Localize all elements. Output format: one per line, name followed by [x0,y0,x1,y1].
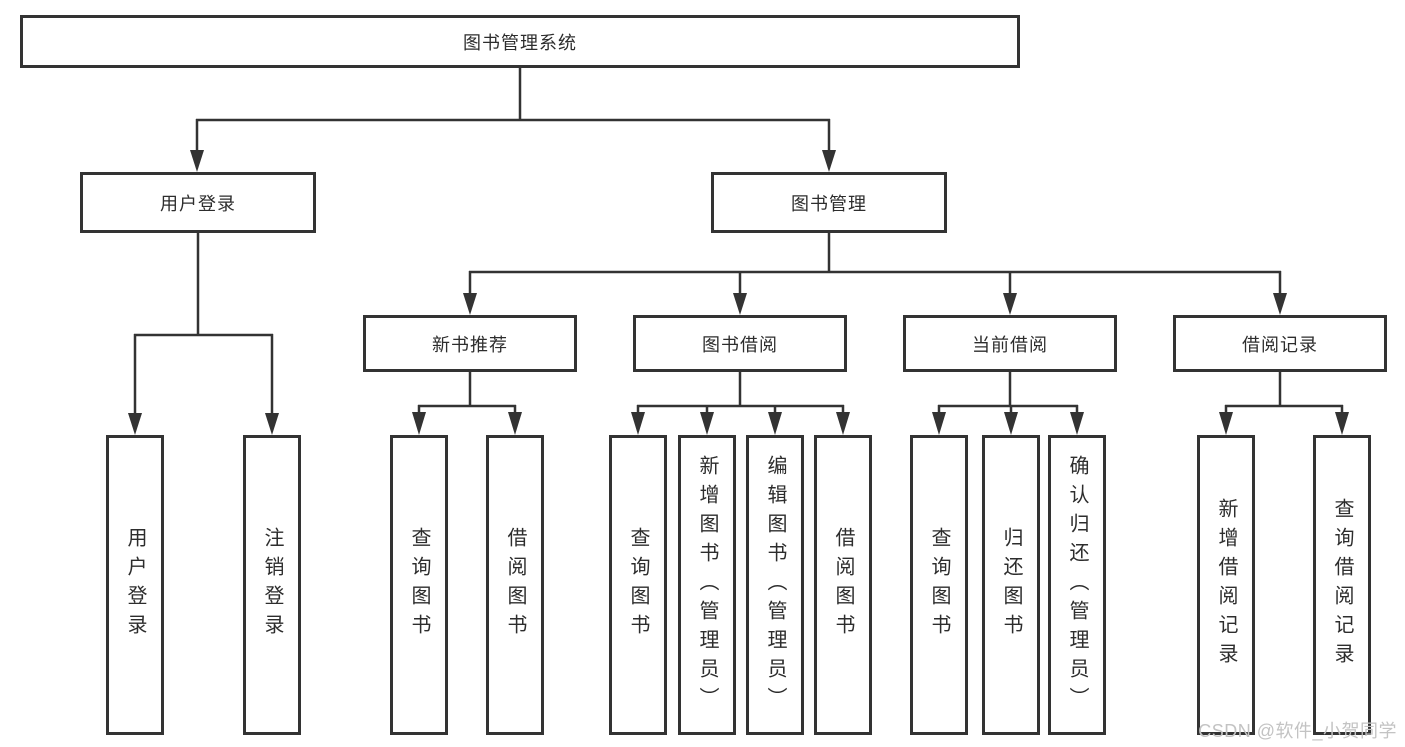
node-root-label: 图书管理系统 [463,32,577,53]
node-current-borrow-label: 当前借阅 [972,334,1048,355]
leaf-br-add-record: 新增借阅记录 [1197,435,1255,735]
leaf-cb-return-books: 归还图书 [982,435,1040,735]
leaf-bb-edit-books-label: 编辑图书（管理员） [764,454,786,716]
leaf-user-login: 用户登录 [106,435,164,735]
node-borrow-records: 借阅记录 [1173,315,1387,372]
leaf-bb-edit-books: 编辑图书（管理员） [746,435,804,735]
leaf-br-query-record: 查询借阅记录 [1313,435,1371,735]
connector-current-borrow-to-leaves [932,372,1084,435]
leaf-user-login-label: 用户登录 [124,527,146,643]
node-book-borrow: 图书借阅 [633,315,847,372]
node-book-mgmt: 图书管理 [711,172,947,233]
connector-borrow-records-to-leaves [1219,372,1349,435]
node-new-book-rec: 新书推荐 [363,315,577,372]
leaf-cb-return-books-label: 归还图书 [1000,527,1022,643]
leaf-br-query-record-label: 查询借阅记录 [1331,498,1353,672]
leaf-bb-query-books: 查询图书 [609,435,667,735]
leaf-nbr-borrow-books-label: 借阅图书 [504,527,526,643]
leaf-cb-confirm-return: 确认归还（管理员） [1048,435,1106,735]
connector-book-mgmt-to-level3 [463,233,1287,315]
node-user-login: 用户登录 [80,172,316,233]
node-new-book-rec-label: 新书推荐 [432,334,508,355]
node-book-mgmt-label: 图书管理 [791,193,867,214]
leaf-bb-add-books: 新增图书（管理员） [678,435,736,735]
connector-new-book-rec-to-leaves [412,372,522,435]
node-root: 图书管理系统 [20,15,1020,68]
leaf-nbr-query-books: 查询图书 [390,435,448,735]
csdn-watermark: CSDN @软件_小贺同学 [1198,721,1397,741]
leaf-nbr-borrow-books: 借阅图书 [486,435,544,735]
leaf-cb-query-books: 查询图书 [910,435,968,735]
node-borrow-records-label: 借阅记录 [1242,334,1318,355]
node-user-login-label: 用户登录 [160,193,236,214]
connector-user-login-to-leaves [128,233,279,435]
node-current-borrow: 当前借阅 [903,315,1117,372]
leaf-cb-query-books-label: 查询图书 [928,527,950,643]
leaf-logout-label: 注销登录 [261,527,283,643]
leaf-bb-borrow-books: 借阅图书 [814,435,872,735]
node-book-borrow-label: 图书借阅 [702,334,778,355]
connector-root-to-level2 [190,68,836,172]
leaf-nbr-query-books-label: 查询图书 [408,527,430,643]
leaf-bb-query-books-label: 查询图书 [627,527,649,643]
connector-book-borrow-to-leaves [631,372,850,435]
leaf-br-add-record-label: 新增借阅记录 [1215,498,1237,672]
leaf-bb-borrow-books-label: 借阅图书 [832,527,854,643]
leaf-bb-add-books-label: 新增图书（管理员） [696,454,718,716]
leaf-cb-confirm-return-label: 确认归还（管理员） [1066,454,1088,716]
leaf-logout: 注销登录 [243,435,301,735]
